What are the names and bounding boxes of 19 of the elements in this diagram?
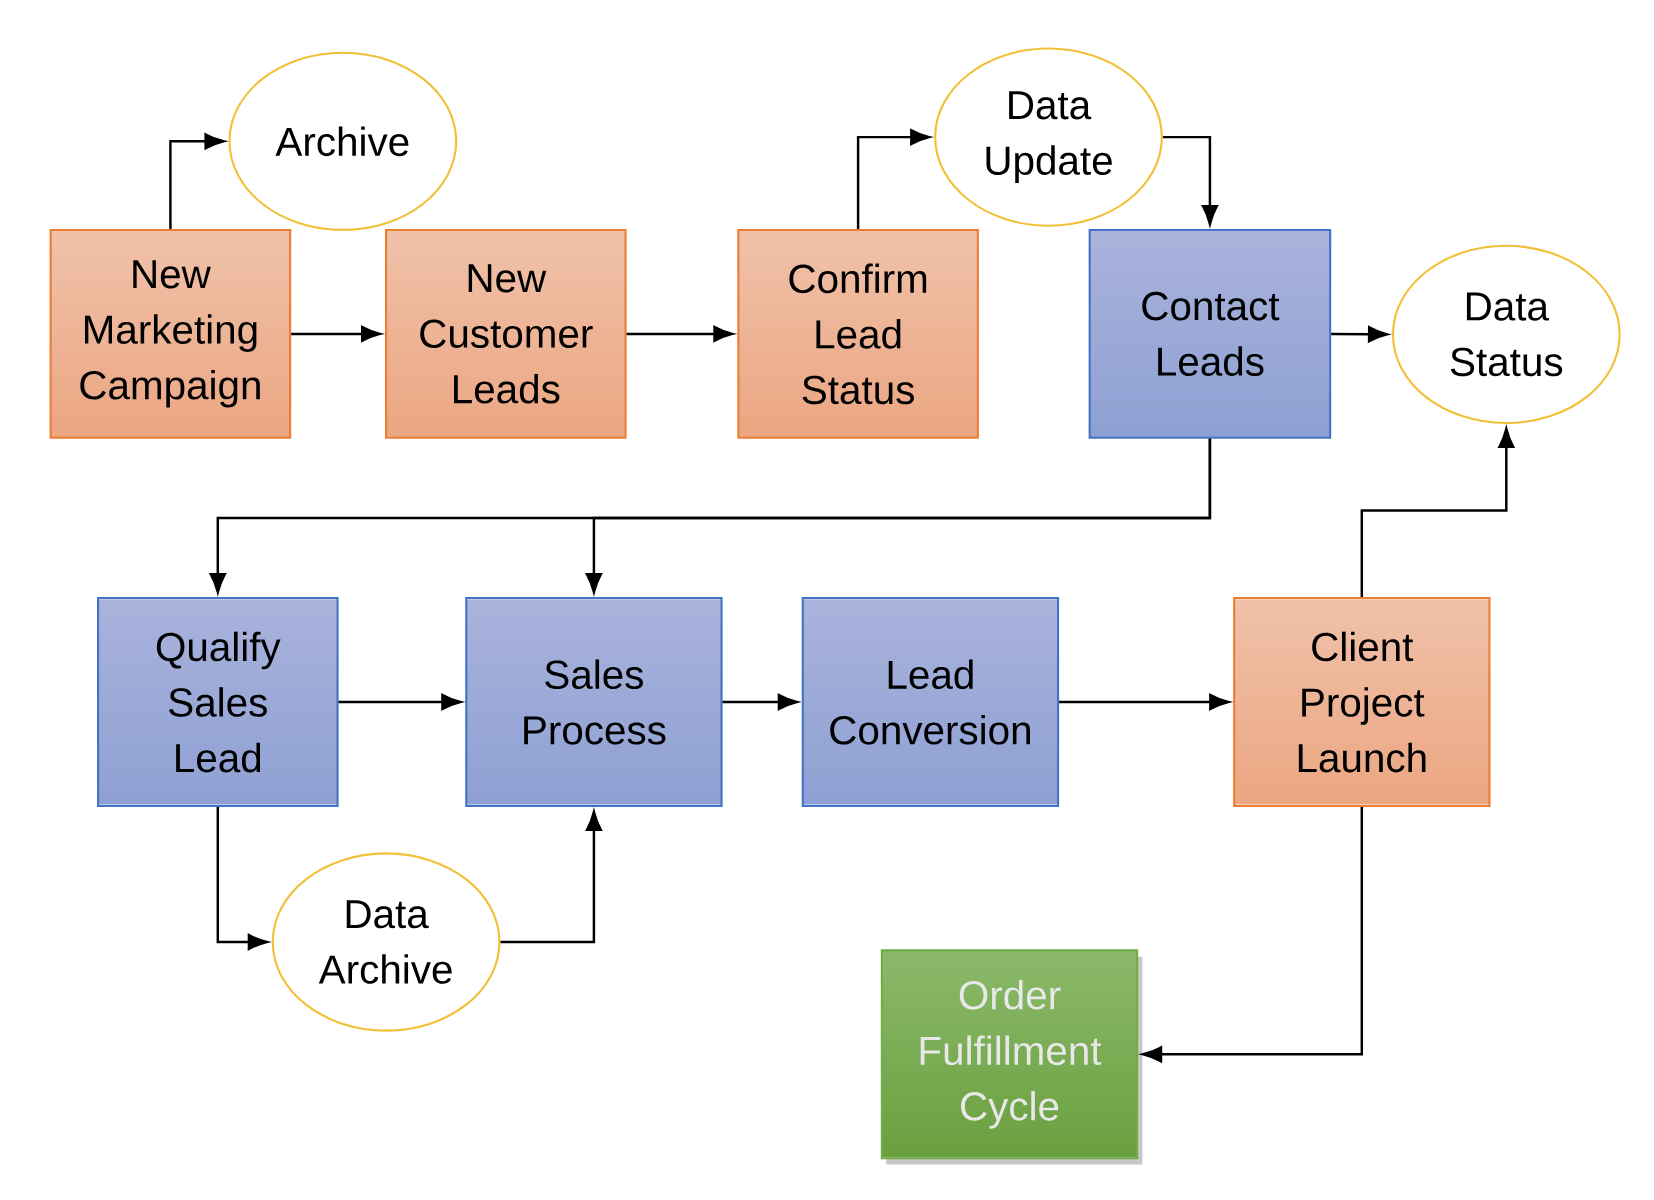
process-box: New Customer Leads — [385, 228, 627, 439]
arrow — [291, 325, 382, 342]
process-box: Order Fulfillment Cycle — [880, 949, 1143, 1165]
arrow — [1162, 135, 1218, 226]
process-box: Qualify Sales Lead — [97, 597, 339, 807]
process-box: Lead Conversion — [801, 597, 1060, 807]
process-box: Client Project Launch — [1233, 597, 1491, 807]
arrow — [626, 325, 734, 342]
process-box: Sales Process — [465, 597, 723, 807]
arrow — [856, 129, 931, 229]
arrow — [338, 693, 462, 711]
arrow — [1360, 427, 1515, 598]
arrow — [1059, 693, 1230, 711]
arrow — [585, 438, 1212, 594]
process-box: Contact Leads — [1088, 228, 1332, 439]
arrow — [1331, 326, 1389, 343]
arrow — [500, 810, 602, 944]
process-box: Confirm Lead Status — [737, 228, 979, 439]
process-box: New Marketing Campaign — [49, 228, 292, 439]
